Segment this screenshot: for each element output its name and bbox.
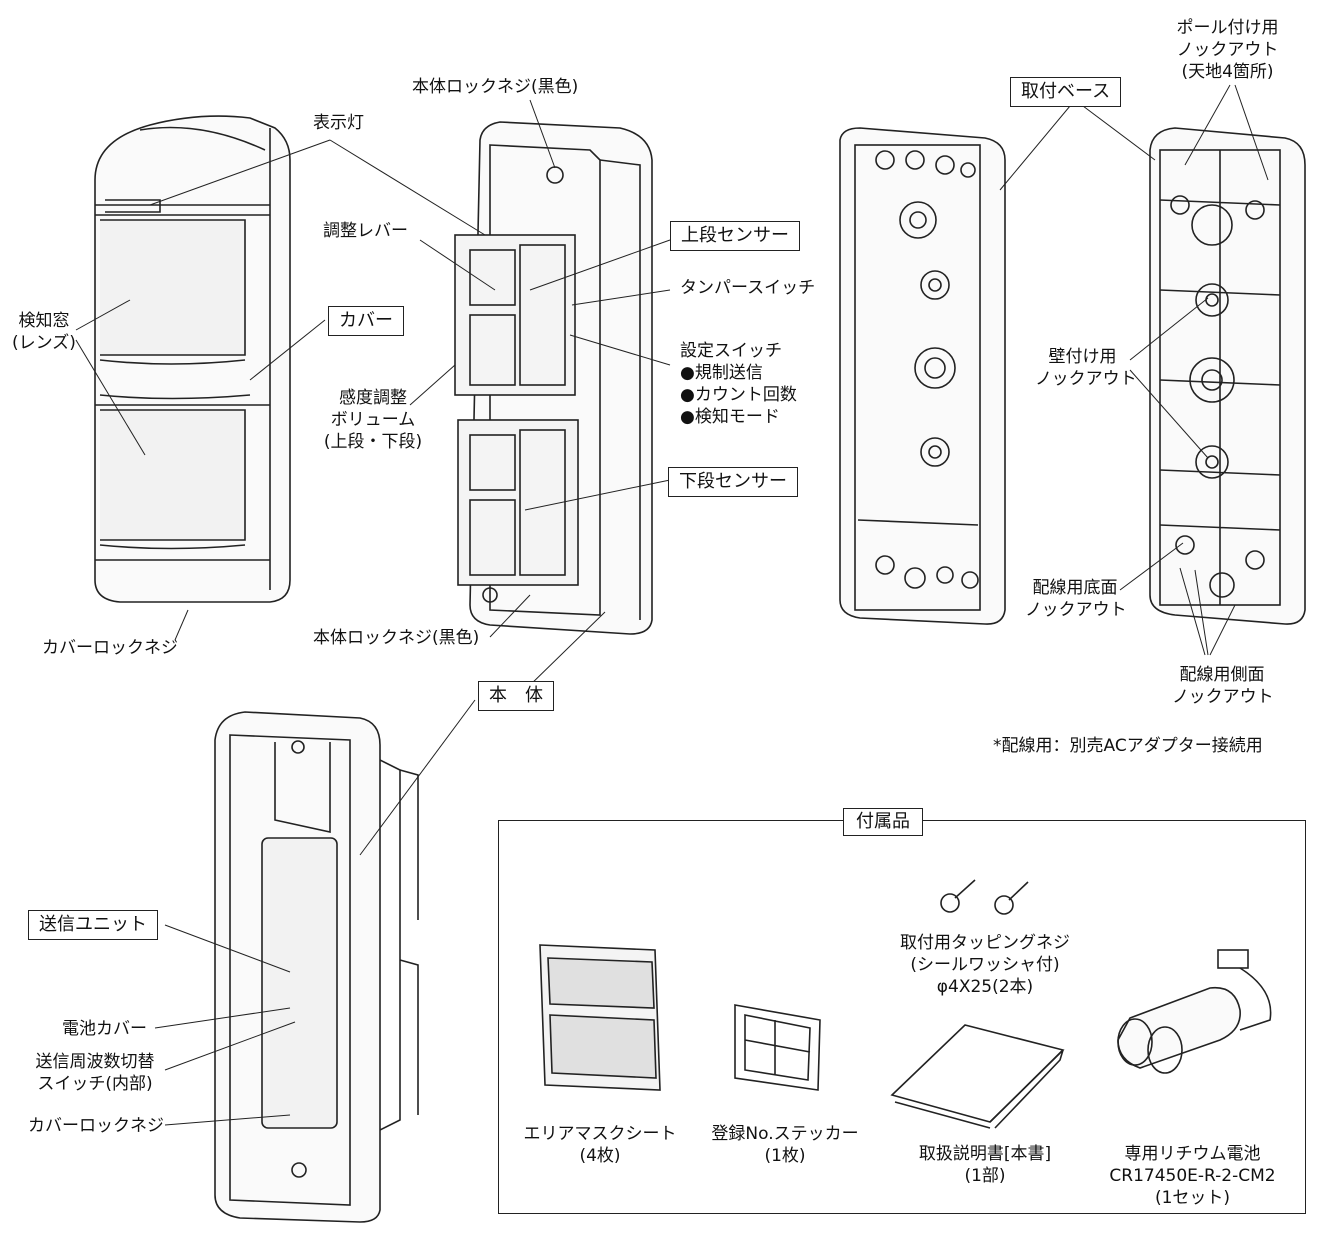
label-body-lock-screw-top: 本体ロックネジ(黒色) bbox=[412, 77, 579, 97]
transmit-unit-illustration bbox=[214, 711, 419, 1223]
tapping-screws bbox=[940, 879, 1029, 915]
label-wiring-side-knockout: 配線用側面ノックアウト bbox=[1172, 665, 1274, 707]
accessory-tapping-screws: 取付用タッピングネジ(シールワッシャ付)φ4X25(2本) bbox=[900, 933, 1070, 997]
label-adjust-lever: 調整レバー bbox=[323, 221, 408, 241]
label-pole-knockout: ポール付け用ノックアウト(天地4箇所) bbox=[1176, 18, 1279, 82]
leader-lines bbox=[75, 84, 1269, 1126]
label-wiring-note: *配線用：別売ACアダプター接続用 bbox=[993, 736, 1263, 756]
label-tamper-switch: タンパースイッチ bbox=[680, 278, 816, 298]
mount-base-front bbox=[839, 127, 1006, 625]
accessories-title: 付属品 bbox=[843, 808, 923, 836]
label-sensitivity-volume: 感度調整ボリューム(上段・下段) bbox=[323, 388, 423, 452]
box-body: 本 体 bbox=[478, 681, 554, 711]
lithium-battery bbox=[1117, 949, 1272, 1074]
body-illustration bbox=[454, 121, 653, 635]
box-upper-sensor: 上段センサー bbox=[670, 221, 800, 251]
mount-base-back bbox=[1149, 127, 1306, 625]
accessory-manual: 取扱説明書[本書](1部) bbox=[918, 1144, 1052, 1186]
box-mount-base: 取付ベース bbox=[1010, 77, 1122, 107]
label-battery-cover: 電池カバー bbox=[62, 1019, 147, 1039]
label-wall-knockout: 壁付け用ノックアウト bbox=[1035, 347, 1137, 389]
box-cover: カバー bbox=[328, 306, 404, 336]
accessory-registration-sticker: 登録No.ステッカー(1枚) bbox=[711, 1124, 859, 1166]
accessory-illustrations bbox=[539, 879, 1272, 1129]
label-setting-switch: 設定スイッチ●規制送信●カウント回数●検知モード bbox=[680, 341, 797, 427]
label-display-lamp: 表示灯 bbox=[313, 113, 364, 133]
cover-illustration bbox=[94, 115, 291, 603]
label-cover-lock-screw-bottom: カバーロックネジ bbox=[28, 1116, 164, 1136]
label-freq-switch: 送信周波数切替スイッチ(内部) bbox=[35, 1052, 155, 1094]
label-body-lock-screw-bottom: 本体ロックネジ(黒色) bbox=[313, 628, 480, 648]
box-lower-sensor: 下段センサー bbox=[668, 467, 798, 497]
box-transmit-unit: 送信ユニット bbox=[28, 910, 158, 940]
accessory-area-mask-sheet: エリアマスクシート(4枚) bbox=[523, 1124, 677, 1166]
label-detection-window: 検知窓(レンズ) bbox=[12, 311, 76, 353]
label-cover-lock-screw-top: カバーロックネジ bbox=[42, 638, 178, 658]
label-wiring-bottom-knockout: 配線用底面ノックアウト bbox=[1025, 578, 1127, 620]
